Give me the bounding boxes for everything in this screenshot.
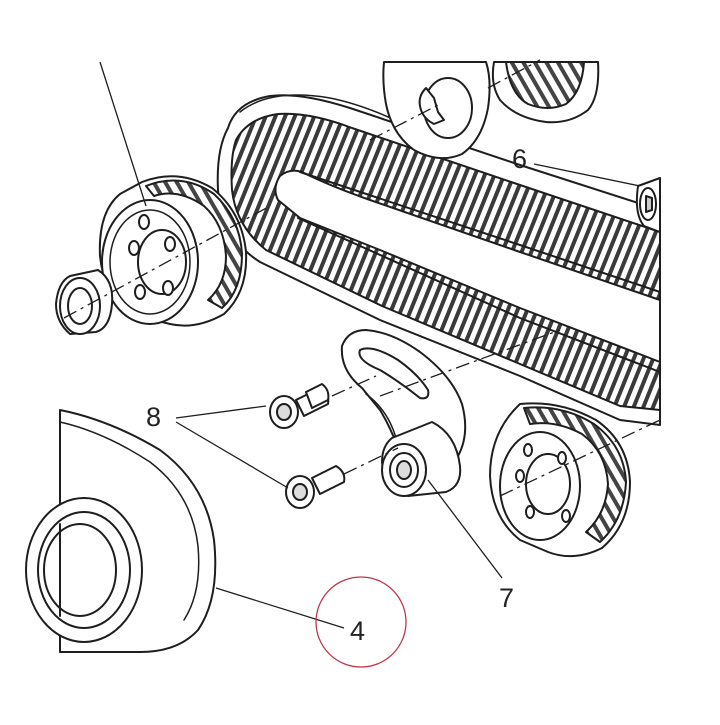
callout-label-8: 8: [146, 402, 162, 432]
tensioner-roller: [381, 421, 462, 497]
callout-label-7: 7: [499, 583, 515, 613]
upper-pulley-disc: [382, 61, 491, 160]
highlight-circle: [315, 576, 407, 668]
part-6-nut: [635, 177, 661, 233]
callout-label-4: 4: [350, 616, 366, 646]
right-gear-sprocket: [489, 402, 631, 558]
bolt-lower: [285, 465, 346, 509]
bolt-upper: [269, 383, 330, 429]
large-pulley-part-4: [25, 409, 217, 653]
upper-right-gear: [491, 61, 600, 124]
left-gear-sprocket: [98, 175, 248, 327]
left-spacer-ring: [55, 269, 114, 335]
timing-belt: [216, 94, 661, 426]
callout-label-6: 6: [512, 144, 528, 174]
center-lines: [63, 59, 661, 497]
callout-leaders: [99, 61, 641, 629]
